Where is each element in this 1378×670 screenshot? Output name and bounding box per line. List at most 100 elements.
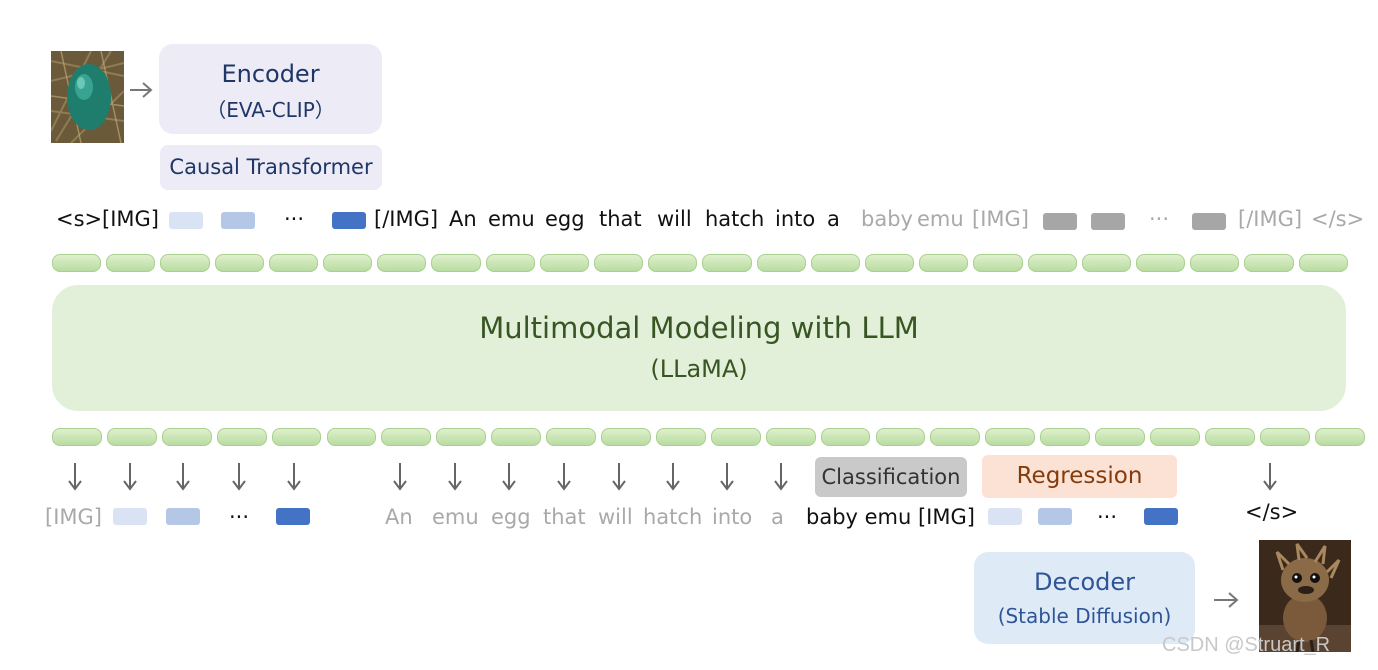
down-arrow-icon: [557, 463, 571, 491]
future-visual-token-n: [1192, 213, 1226, 230]
baby-emu-image: [1259, 540, 1351, 652]
output-embedding: [216, 428, 267, 446]
input-embedding: [323, 254, 373, 272]
output-token-ellipsis-2: ···: [1097, 505, 1118, 529]
output-token-word: egg: [491, 505, 531, 529]
token-word: into: [775, 207, 816, 231]
input-embedding: [1244, 254, 1294, 272]
output-token-word: emu: [432, 505, 479, 529]
output-token-word: will: [598, 505, 633, 529]
output-embedding: [1095, 428, 1145, 446]
output-embedding: [271, 428, 322, 446]
token-img-open: [IMG]: [102, 207, 159, 231]
input-embedding: [431, 254, 481, 272]
watermark: CSDN @Struart_R: [1162, 634, 1331, 656]
encoder-subtitle: （EVA-CLIP）: [206, 98, 335, 122]
output-visual-token-1: [113, 508, 147, 525]
future-token-word: baby: [861, 207, 913, 231]
token-word: will: [657, 207, 692, 231]
down-arrow-icon: [287, 463, 301, 491]
visual-token-n: [332, 212, 366, 229]
token-word: a: [827, 207, 840, 231]
future-token-word: emu: [917, 207, 964, 231]
input-embedding: [919, 254, 969, 272]
input-embedding: [214, 254, 264, 272]
visual-token-2: [221, 212, 255, 229]
output-embedding: [875, 428, 926, 446]
classification-head: Classification: [815, 457, 967, 497]
down-arrow-icon: [774, 463, 788, 491]
visual-token-1: [169, 212, 203, 229]
output-regressed-token-1: [988, 508, 1022, 525]
llm-block: Multimodal Modeling with LLM (LLaMA): [52, 285, 1346, 411]
output-embedding: [106, 428, 157, 446]
down-arrow-icon: [612, 463, 626, 491]
down-arrow-icon: [123, 463, 137, 491]
output-embedding: [820, 428, 871, 446]
token-ellipsis-1: ···: [284, 207, 305, 231]
input-embedding: [268, 254, 318, 272]
input-embedding: [1027, 254, 1077, 272]
input-embedding: [160, 254, 210, 272]
down-arrow-icon: [720, 463, 734, 491]
input-embedding: [973, 254, 1023, 272]
down-arrow-icon: [232, 463, 246, 491]
output-token-word: hatch: [643, 505, 703, 529]
decoder-title: Decoder: [1034, 568, 1135, 596]
down-arrow-icon: [448, 463, 462, 491]
input-embedding: [648, 254, 698, 272]
future-visual-token-1: [1043, 213, 1077, 230]
output-embedding: [1259, 428, 1310, 446]
regression-head: Regression: [982, 455, 1177, 498]
output-embedding: [601, 428, 651, 446]
token-word: egg: [545, 207, 585, 231]
output-token-ellipsis-1: ···: [229, 505, 250, 529]
input-embedding: [539, 254, 589, 272]
output-embedding: [52, 428, 102, 446]
input-embedding: [594, 254, 644, 272]
output-regressed-token-n: [1144, 508, 1178, 525]
output-embedding: [1314, 428, 1365, 446]
encoder-title: Encoder: [221, 60, 320, 88]
output-token-word: into: [712, 505, 753, 529]
future-token-img-open: [IMG]: [972, 207, 1029, 231]
input-embedding: [756, 254, 806, 272]
input-embedding: [1081, 254, 1131, 272]
future-visual-token-2: [1091, 213, 1125, 230]
input-embedding: [106, 254, 156, 272]
token-word: An: [449, 207, 477, 231]
token-word: emu: [488, 207, 535, 231]
input-embedding: [865, 254, 915, 272]
output-predicted-text: baby emu [IMG]: [806, 505, 975, 529]
down-arrow-icon: [393, 463, 407, 491]
output-embedding: [655, 428, 706, 446]
input-embedding: [1190, 254, 1240, 272]
down-arrow-icon: [1263, 463, 1277, 491]
output-embedding: [930, 428, 981, 446]
input-embedding: [810, 254, 860, 272]
output-token-word: that: [543, 505, 586, 529]
down-arrow-icon: [666, 463, 680, 491]
output-visual-token-2: [166, 508, 200, 525]
token-word: hatch: [705, 207, 765, 231]
down-arrow-icon: [502, 463, 516, 491]
decoder-subtitle: (Stable Diffusion): [997, 604, 1172, 628]
llm-title: Multimodal Modeling with LLM: [479, 311, 919, 345]
token-word: that: [599, 207, 642, 231]
output-token-img-open: [IMG]: [45, 505, 102, 529]
output-embedding: [546, 428, 596, 446]
output-visual-token-n: [276, 508, 310, 525]
emu-egg-image: [51, 51, 124, 143]
future-token-s-close: </s>: [1311, 207, 1365, 231]
output-embedding: [710, 428, 761, 446]
output-regressed-token-2: [1038, 508, 1072, 525]
decoder-block: Decoder (Stable Diffusion): [974, 552, 1195, 644]
image-to-encoder-arrow: [130, 82, 153, 98]
output-embedding: [436, 428, 487, 446]
future-token-img-close: [/IMG]: [1238, 207, 1303, 231]
output-embedding: [161, 428, 212, 446]
output-embedding: [985, 428, 1036, 446]
input-embedding: [485, 254, 535, 272]
output-embedding: [1150, 428, 1200, 446]
